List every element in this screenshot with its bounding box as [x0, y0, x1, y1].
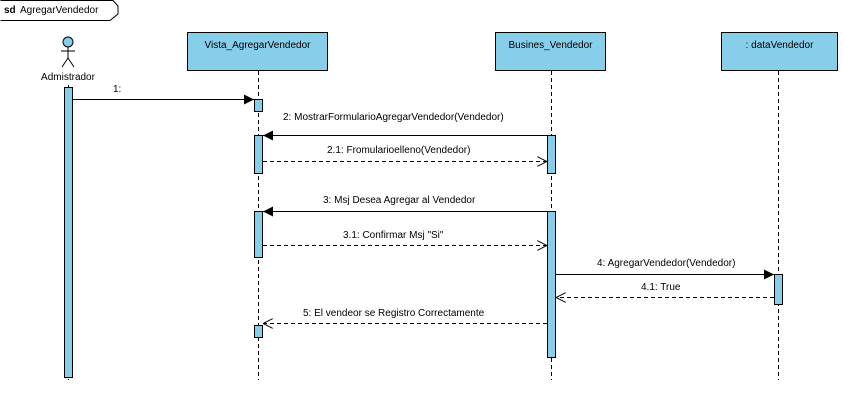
- message-5[interactable]: 5: El vendeor se Registro Correctamente: [263, 308, 547, 324]
- lifeline-label-data: : dataVendedor: [746, 40, 815, 51]
- activation-vista-1: [254, 99, 263, 112]
- message-1[interactable]: 1:: [73, 84, 254, 105]
- lifeline-head-busines[interactable]: Busines_Vendedor: [495, 32, 606, 71]
- diagram-frame: sd AgregarVendedor: [0, 0, 119, 21]
- message-label-1: 1:: [113, 84, 121, 95]
- activation-vista-4: [254, 325, 263, 338]
- message-3[interactable]: 3: Msj Desea Agregar al Vendedor: [263, 195, 547, 217]
- lifeline-head-data[interactable]: : dataVendedor: [721, 32, 838, 71]
- lifeline-head-vista[interactable]: Vista_AgregarVendedor: [187, 32, 328, 71]
- actor-label: Admistrador: [41, 72, 96, 83]
- message-label-2-1: 2.1: Fromularioelleno(Vendedor): [327, 145, 470, 156]
- activation-vista-2: [254, 135, 263, 174]
- message-4-1[interactable]: 4.1: True: [556, 282, 774, 298]
- activation-vista-3: [254, 211, 263, 258]
- message-label-4-1: 4.1: True: [641, 282, 681, 293]
- frame-title: AgregarVendedor: [20, 5, 99, 16]
- actor-figure-icon: [61, 36, 75, 68]
- message-label-3: 3: Msj Desea Agregar al Vendedor: [323, 195, 476, 206]
- actor-admistrador: Admistrador: [41, 36, 96, 83]
- lifeline-label-vista: Vista_AgregarVendedor: [204, 40, 311, 51]
- message-label-2: 2: MostrarFormularioAgregarVendedor(Vend…: [283, 112, 504, 123]
- message-2-1[interactable]: 2.1: Fromularioelleno(Vendedor): [263, 145, 547, 162]
- activation-actor: [64, 87, 73, 378]
- message-label-3-1: 3.1: Confirmar Msj "Si": [343, 230, 444, 241]
- activation-data: [774, 274, 783, 305]
- message-4[interactable]: 4: AgregarVendedor(Vendedor): [556, 258, 774, 280]
- message-3-1[interactable]: 3.1: Confirmar Msj "Si": [263, 230, 547, 246]
- message-label-5: 5: El vendeor se Registro Correctamente: [303, 308, 485, 319]
- lifeline-label-busines: Busines_Vendedor: [509, 40, 594, 51]
- frame-keyword: sd: [4, 5, 16, 16]
- activation-busines-1: [547, 135, 556, 174]
- message-label-4: 4: AgregarVendedor(Vendedor): [597, 258, 735, 269]
- activation-busines-2: [547, 211, 556, 358]
- message-2[interactable]: 2: MostrarFormularioAgregarVendedor(Vend…: [263, 112, 547, 141]
